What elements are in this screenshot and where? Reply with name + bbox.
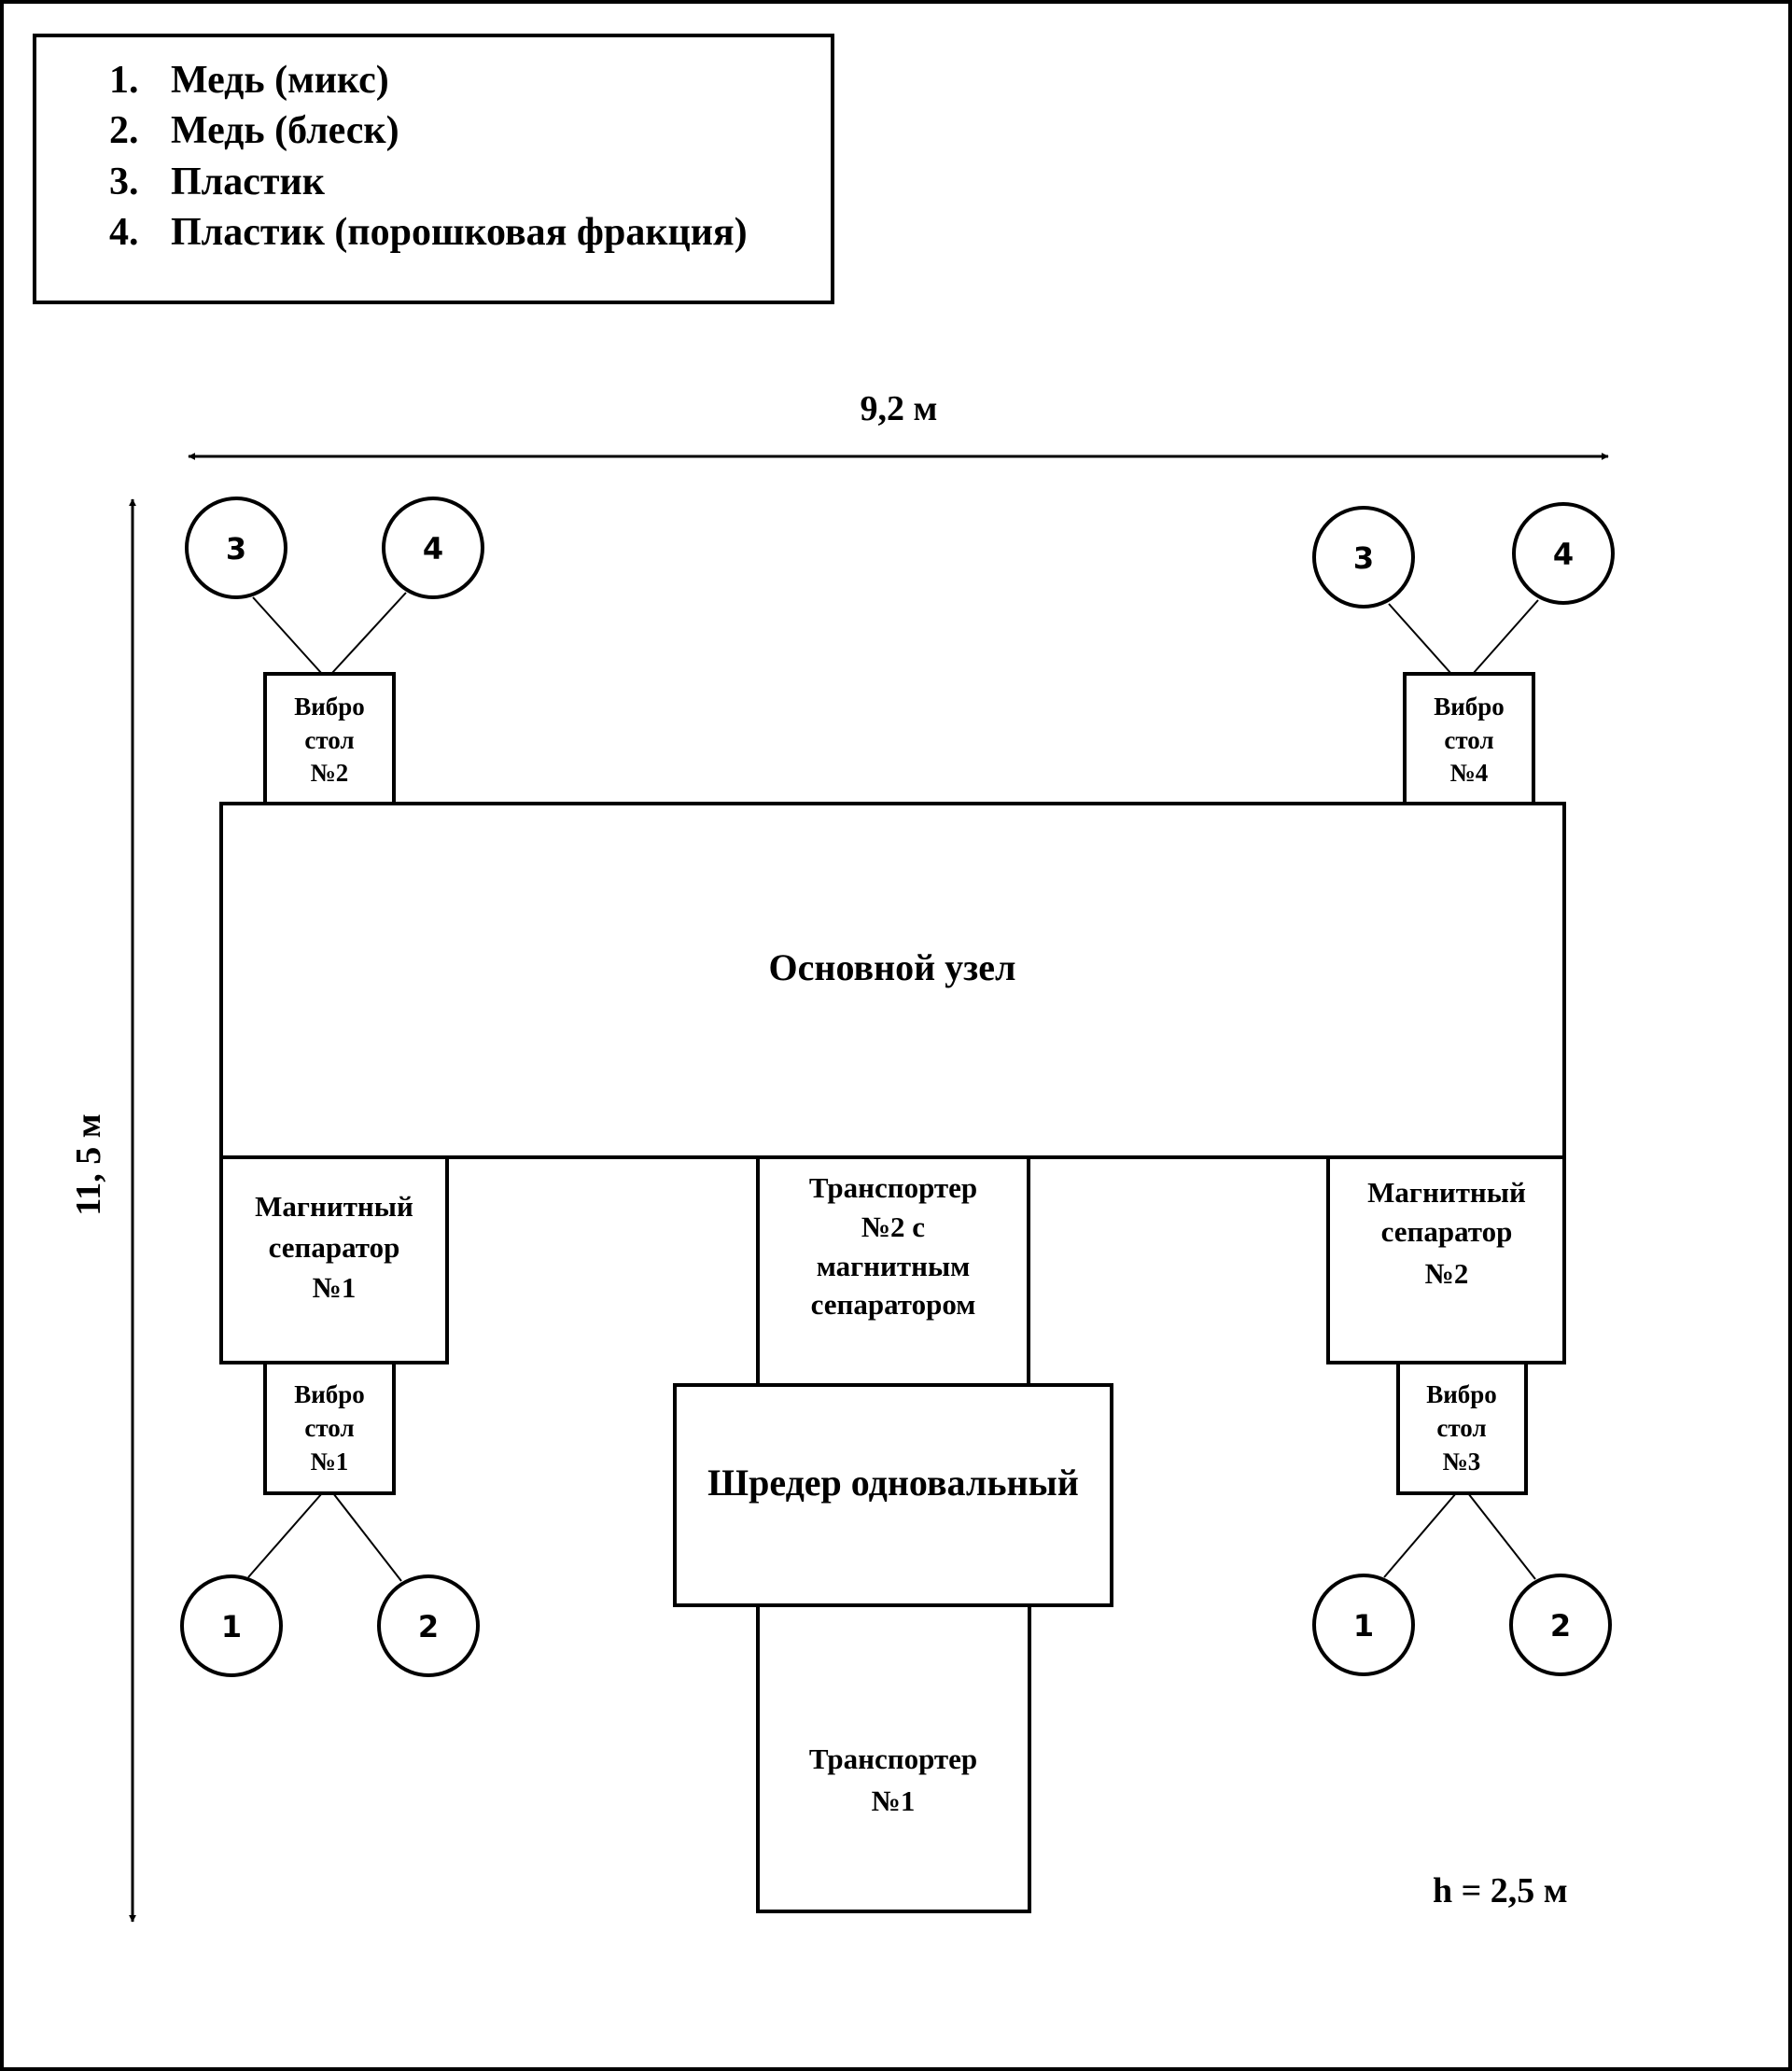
output-number: 3 xyxy=(1353,540,1374,576)
vibro-table-4-label-line: Вибро xyxy=(1434,693,1505,721)
magnetic-separator-2-label-line: сепаратор xyxy=(1381,1215,1513,1248)
shredder: Шредер одновальный xyxy=(673,1383,1113,1607)
vibro-table-2-label-line: стол xyxy=(304,726,354,754)
transporter-2-label-line: сепаратором xyxy=(811,1288,976,1321)
transporter-2: Транспортер №2 с магнитным сепаратором xyxy=(756,1155,1030,1387)
vibro-table-1-label-line: Вибро xyxy=(294,1380,365,1408)
magnetic-separator-1-label-line: №1 xyxy=(313,1271,357,1304)
legend-item-3-number: 3. xyxy=(109,161,139,203)
output-number: 2 xyxy=(1550,1608,1571,1644)
vibro-table-3-label-line: №3 xyxy=(1443,1448,1481,1476)
transporter-2-label-line: магнитным xyxy=(817,1250,971,1282)
output-bin-copper-mix: 1 xyxy=(1312,1574,1415,1676)
vibro-table-2-label-line: №2 xyxy=(311,759,349,787)
transporter-2-label-line: №2 с xyxy=(861,1210,925,1243)
output-number: 3 xyxy=(226,531,246,567)
output-circle xyxy=(1509,1574,1612,1676)
transporter-2-label-line: Транспортер xyxy=(809,1171,977,1204)
legend: 1. Медь (микс) 2. Медь (блеск) 3. Пласти… xyxy=(33,34,834,304)
connector-line xyxy=(332,1492,402,1582)
legend-item-1-label: Медь (микс) xyxy=(171,59,389,102)
transporter-2-box xyxy=(756,1155,1030,1387)
connector-line xyxy=(330,592,407,675)
output-bin-plastic: 3 xyxy=(185,497,287,599)
output-circle xyxy=(180,1574,283,1677)
vibro-table-3-box xyxy=(1396,1361,1528,1495)
output-circle xyxy=(1312,506,1415,609)
height-dimension-label: h = 2,5 м xyxy=(1433,1871,1568,1910)
output-bin-plastic-powder: 4 xyxy=(1512,502,1615,605)
vibro-table-3-label-line: стол xyxy=(1436,1414,1486,1442)
legend-item-1-number: 1. xyxy=(109,59,139,102)
width-dimension: 9,2 м xyxy=(188,389,1609,460)
magnetic-separator-1-label-line: сепаратор xyxy=(269,1231,400,1264)
magnetic-separator-1: Магнитный сепаратор №1 xyxy=(219,1155,449,1364)
legend-item-2-number: 2. xyxy=(109,109,139,152)
output-bin-plastic: 3 xyxy=(1312,506,1415,609)
connector-line xyxy=(1472,599,1539,675)
vibro-table-1-box xyxy=(263,1361,396,1495)
main-unit-label: Основной узел xyxy=(769,946,1016,988)
vibro-table-4-label-line: №4 xyxy=(1450,759,1489,787)
connector-line xyxy=(1467,1492,1536,1580)
vibro-table-1-label-line: стол xyxy=(304,1414,354,1442)
output-bin-plastic-powder: 4 xyxy=(382,497,484,599)
output-number: 4 xyxy=(423,531,443,567)
output-circle xyxy=(1312,1574,1415,1676)
vibro-table-4-box xyxy=(1403,672,1535,805)
vibro-table-3: Вибро стол №3 xyxy=(1396,1361,1528,1495)
legend-item-4-label: Пластик (порошковая фракция) xyxy=(171,211,748,254)
transporter-1-box xyxy=(756,1603,1031,1913)
main-unit: Основной узел xyxy=(219,802,1566,1159)
legend-box xyxy=(33,34,834,304)
length-dimension: 11, 5 м xyxy=(69,498,136,1923)
output-circle xyxy=(1512,502,1615,605)
vibro-table-1-label-line: №1 xyxy=(311,1448,349,1476)
output-bin-copper-shine: 2 xyxy=(377,1574,480,1677)
width-dimension-label: 9,2 м xyxy=(861,389,938,428)
main-unit-box xyxy=(219,802,1566,1159)
output-circle xyxy=(377,1574,480,1677)
connector-line xyxy=(1388,603,1452,675)
output-bin-copper-mix: 1 xyxy=(180,1574,283,1677)
connector-line xyxy=(247,1492,323,1578)
output-number: 1 xyxy=(221,1609,242,1644)
shredder-box xyxy=(673,1383,1113,1607)
length-dimension-label: 11, 5 м xyxy=(69,1113,108,1215)
connectors xyxy=(247,592,1539,1582)
output-number: 2 xyxy=(418,1609,439,1644)
magnetic-separator-1-box xyxy=(219,1155,449,1364)
magnetic-separator-2-label-line: Магнитный xyxy=(1367,1176,1526,1209)
legend-item-3-label: Пластик xyxy=(171,161,326,203)
vibro-table-3-label-line: Вибро xyxy=(1426,1380,1497,1408)
vibro-table-4: Вибро стол №4 xyxy=(1403,672,1535,805)
legend-item-4-number: 4. xyxy=(109,211,139,254)
vibro-table-2: Вибро стол №2 xyxy=(263,672,396,805)
magnetic-separator-2: Магнитный сепаратор №2 xyxy=(1326,1155,1566,1364)
transporter-1: Транспортер №1 xyxy=(756,1603,1031,1913)
output-number: 4 xyxy=(1553,537,1574,572)
transporter-1-label-line: №1 xyxy=(872,1784,916,1817)
connector-line xyxy=(1383,1492,1457,1578)
output-circle xyxy=(185,497,287,599)
magnetic-separator-2-label-line: №2 xyxy=(1425,1257,1469,1290)
shredder-label: Шредер одновальный xyxy=(707,1462,1079,1504)
magnetic-separator-1-label-line: Магнитный xyxy=(255,1190,413,1223)
transporter-1-label-line: Транспортер xyxy=(809,1742,977,1775)
output-bin-copper-shine: 2 xyxy=(1509,1574,1612,1676)
connector-line xyxy=(252,596,323,675)
vibro-table-2-label-line: Вибро xyxy=(294,693,365,721)
vibro-table-2-box xyxy=(263,672,396,805)
vibro-table-4-label-line: стол xyxy=(1444,726,1493,754)
vibro-table-1: Вибро стол №1 xyxy=(263,1361,396,1495)
output-circle xyxy=(382,497,484,599)
output-number: 1 xyxy=(1353,1608,1374,1644)
magnetic-separator-2-box xyxy=(1326,1155,1566,1364)
legend-item-2-label: Медь (блеск) xyxy=(171,109,399,152)
